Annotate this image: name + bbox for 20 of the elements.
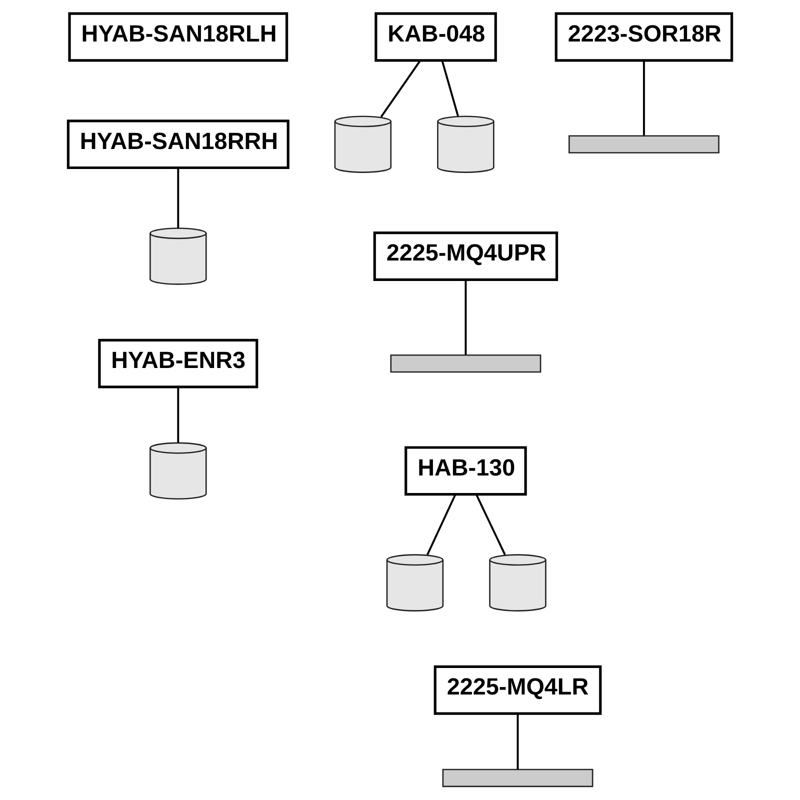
- connector: [516, 714, 519, 770]
- node-box: HYAB-ENR3: [98, 338, 258, 388]
- node-box: KAB-048: [374, 12, 497, 62]
- connector: [426, 494, 456, 556]
- connector: [464, 280, 467, 355]
- node-bar: [390, 354, 542, 373]
- node-bar: [568, 135, 720, 154]
- node-box: HAB-130: [404, 446, 527, 496]
- connector: [476, 494, 506, 556]
- node-box: HYAB-SAN18RRH: [66, 120, 290, 170]
- connector: [177, 168, 180, 228]
- connector: [441, 60, 459, 116]
- node-box: 2225-MQ4UPR: [373, 232, 558, 281]
- connector: [380, 60, 422, 118]
- connector: [177, 387, 180, 443]
- node-box: 2223-SOR18R: [554, 12, 734, 62]
- node-box: 2225-MQ4LR: [434, 665, 602, 715]
- node-bar: [442, 768, 594, 788]
- connector: [643, 60, 645, 136]
- node-box: HYAB-SAN18RLH: [68, 12, 288, 62]
